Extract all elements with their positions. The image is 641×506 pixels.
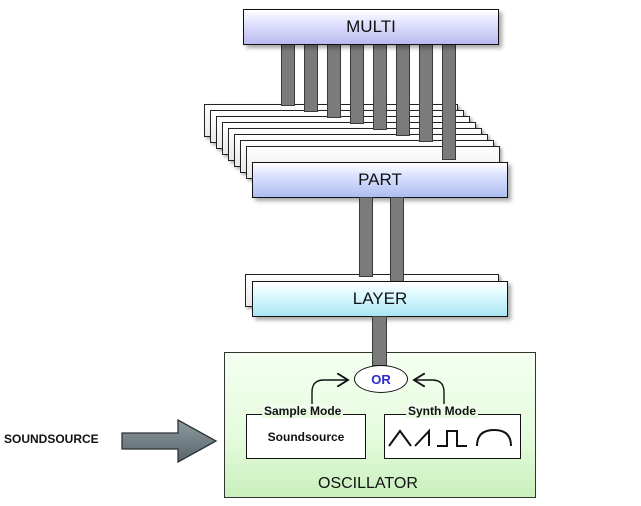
part-layer-connector (390, 197, 404, 283)
synth-mode-box (384, 414, 521, 459)
oscillator-label: OSCILLATOR (318, 475, 418, 492)
part-label: PART (358, 170, 402, 189)
or-arrows (311, 352, 445, 410)
layer-label: LAYER (352, 289, 408, 308)
multi-part-connector (419, 44, 433, 142)
square-wave-icon (437, 430, 467, 447)
soundsource-arrow-icon (121, 418, 218, 464)
triangle-wave-icon (388, 429, 412, 447)
multi-box: MULTI (243, 9, 499, 45)
synth-mode-label: Synth Mode (406, 404, 478, 418)
sawtooth-wave-icon (414, 428, 430, 447)
or-node: OR (354, 365, 408, 393)
multi-part-connector (350, 44, 364, 124)
part-box: PART (252, 162, 508, 198)
sample-mode-box: Soundsource (246, 414, 366, 459)
waveforms (388, 428, 512, 447)
layer-box: LAYER (252, 281, 508, 317)
multi-part-connector (281, 44, 295, 106)
multi-part-connector (396, 44, 410, 136)
part-layer-connector (359, 197, 373, 277)
multi-part-connector (304, 44, 318, 112)
or-label: OR (371, 371, 391, 387)
multi-label: MULTI (346, 17, 396, 36)
soundsource-box-label: Soundsource (267, 429, 345, 444)
multi-part-connector (373, 44, 387, 130)
multi-part-connector (327, 44, 341, 118)
soundsource-input-label: SOUNDSOURCE (4, 432, 99, 446)
sample-mode-label: Sample Mode (262, 404, 344, 418)
multi-part-connector (442, 44, 456, 160)
sine-wave-icon (476, 428, 512, 447)
